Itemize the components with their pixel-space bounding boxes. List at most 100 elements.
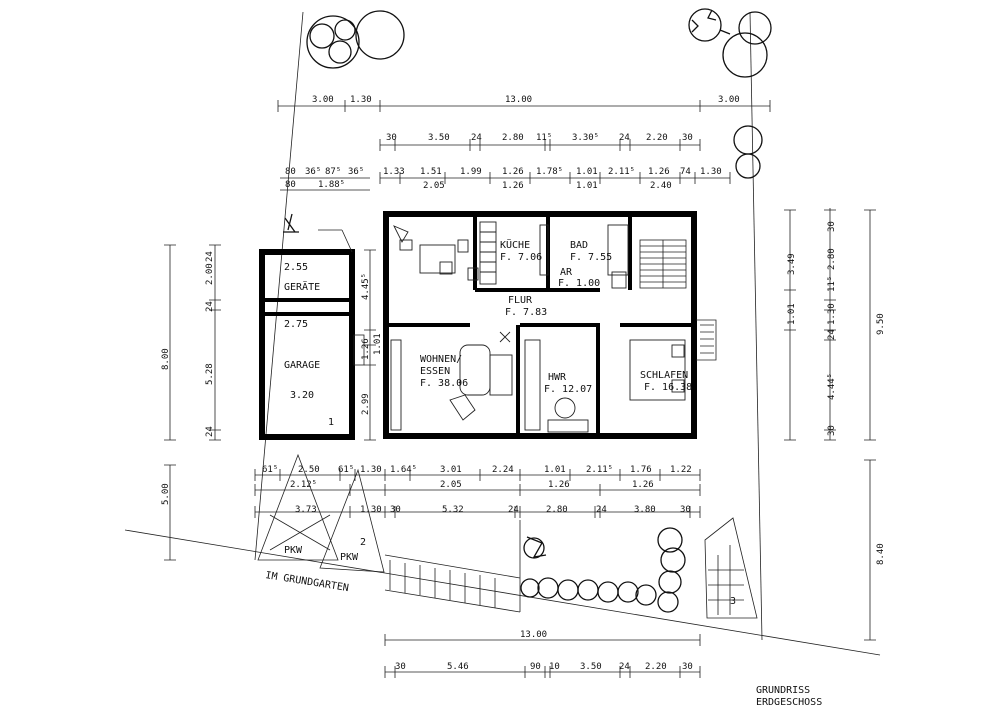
dim-label: 24 — [205, 301, 215, 312]
dim-label: 1.01 — [544, 465, 566, 475]
dim-label: 2.20 — [646, 133, 668, 143]
room-name-schlafen: SCHLAFEN — [640, 370, 688, 381]
tree-icon — [688, 8, 772, 78]
plant-marker-icon — [283, 213, 547, 558]
dimension-labels: 3.00 1.30 13.00 3.00 30 3.50 24 2.80 11⁵… — [161, 95, 886, 672]
dim-label: 2.50 — [298, 465, 320, 475]
dim-label: 3.01 — [440, 465, 462, 475]
garage-number: 1 — [328, 417, 334, 428]
dim-label: 1.30 — [360, 465, 382, 475]
dim-label: 2.20 — [645, 662, 667, 672]
dim-label: 90 — [530, 662, 541, 672]
pkw-number: 2 — [360, 537, 366, 548]
parking-area: PKW PKW 2 — [257, 453, 385, 573]
dim-label: 1.26 — [648, 167, 670, 177]
dim-label: 1.88⁵ — [318, 180, 345, 190]
property-lines — [124, 11, 881, 656]
room-name-kueche: KÜCHE — [500, 238, 530, 251]
dim-label: 2.12⁵ — [290, 480, 317, 490]
dim-label: 5.46 — [447, 662, 469, 672]
room-area-hwr: F. 12.07 — [544, 384, 592, 395]
dim-label: 61⁵ — [338, 465, 354, 475]
room-name-bad: BAD — [570, 240, 588, 251]
dim-label: 24 — [205, 251, 215, 262]
garage-label: GARAGE — [284, 360, 320, 371]
dim-label: 30 — [680, 505, 691, 515]
dim-label: 2.80 — [827, 248, 837, 270]
dim-label: 3.00 — [312, 95, 334, 105]
dim-label: 5.00 — [161, 483, 171, 505]
dim-label: 3.73 — [295, 505, 317, 515]
dim-label: 2.00 — [205, 263, 215, 285]
furniture — [390, 221, 686, 433]
dim-label: 1.22 — [670, 465, 692, 475]
dim-label: 11⁵ — [536, 133, 552, 143]
dim-label: 80 — [285, 180, 296, 190]
dim-label: 1.26 — [548, 480, 570, 490]
dim-label: 3.20 — [290, 390, 314, 401]
dim-label: 1.78⁵ — [536, 167, 563, 177]
dim-label: 2.80 — [502, 133, 524, 143]
dim-label: 30 — [386, 133, 397, 143]
dim-label: 24 — [619, 133, 630, 143]
room-area-kueche: F. 7.06 — [500, 252, 542, 263]
dim-label: 1.99 — [460, 167, 482, 177]
dim-label: 1.01 — [373, 333, 383, 355]
dim-label: 1.30 — [360, 505, 382, 515]
dim-label: 1.26 — [361, 338, 371, 360]
room-name-flur: FLUR — [508, 295, 533, 306]
dim-label: 1.76 — [630, 465, 652, 475]
room-name-hwr: HWR — [548, 372, 567, 383]
garden-number: 3 — [730, 596, 736, 607]
tree-icon — [306, 10, 405, 69]
dim-label: 1.30 — [827, 303, 837, 325]
dim-label: 24 — [471, 133, 482, 143]
dim-label: 24 — [619, 662, 630, 672]
drawing-title: GRUNDRISS ERDGESCHOSS — [756, 685, 822, 707]
room-name-essen: ESSEN — [420, 366, 450, 377]
room-area-schlafen: F. 16.38 — [644, 382, 692, 393]
room-name-wohnen: WOHNEN/ — [420, 354, 462, 365]
dim-label: 1.26 — [502, 181, 524, 191]
dim-label: 1.30 — [700, 167, 722, 177]
dim-label: 36⁵ — [305, 167, 321, 177]
room-area-wohnen: F. 38.06 — [420, 378, 468, 389]
dim-label: 24 — [596, 505, 607, 515]
dim-label: 1.51 — [420, 167, 442, 177]
dim-label: 3.50 — [428, 133, 450, 143]
pkw-label: PKW — [340, 552, 359, 563]
terrace: 3 — [384, 517, 758, 619]
dim-label: 5.32 — [442, 505, 464, 515]
dim-label: 80 — [285, 167, 296, 177]
dim-label: 1.64⁵ — [390, 465, 417, 475]
room-area-ar: F. 1.00 — [558, 278, 600, 289]
tree-icons — [283, 8, 772, 613]
dimension-lines — [164, 100, 876, 678]
room-area-flur: F. 7.83 — [505, 307, 547, 318]
dim-label: 30 — [395, 662, 406, 672]
dim-label: 1.01 — [787, 303, 797, 325]
dim-label: 30 — [682, 662, 693, 672]
room-area-bad: F. 7.55 — [570, 252, 612, 263]
house-walls — [383, 211, 697, 439]
dim-label: 11⁵ — [827, 276, 837, 292]
dim-label: 2.55 — [284, 262, 308, 273]
geraete-label: GERÄTE — [284, 280, 320, 293]
dim-label: 24 — [827, 329, 837, 340]
dim-label: 13.00 — [520, 630, 547, 640]
dim-label: 30 — [827, 425, 837, 436]
dim-label: 2.11⁵ — [608, 167, 635, 177]
dim-label: 1.26 — [502, 167, 524, 177]
room-name-ar: AR — [560, 267, 573, 278]
dim-label: 3.00 — [718, 95, 740, 105]
garage-building: 2.55 GERÄTE 2.75 GARAGE 3.20 1 — [259, 229, 365, 440]
dim-label: 2.40 — [650, 181, 672, 191]
room-labels: KÜCHE F. 7.06 BAD F. 7.55 AR F. 1.00 FLU… — [420, 238, 692, 395]
dim-label: 2.99 — [361, 393, 371, 415]
dim-label: 1.33 — [383, 167, 405, 177]
stairs — [639, 239, 717, 361]
dim-label: 8.00 — [161, 348, 171, 370]
title-line-1: GRUNDRISS — [756, 685, 810, 696]
dim-label: 1.26 — [632, 480, 654, 490]
dim-label: 3.80 — [634, 505, 656, 515]
